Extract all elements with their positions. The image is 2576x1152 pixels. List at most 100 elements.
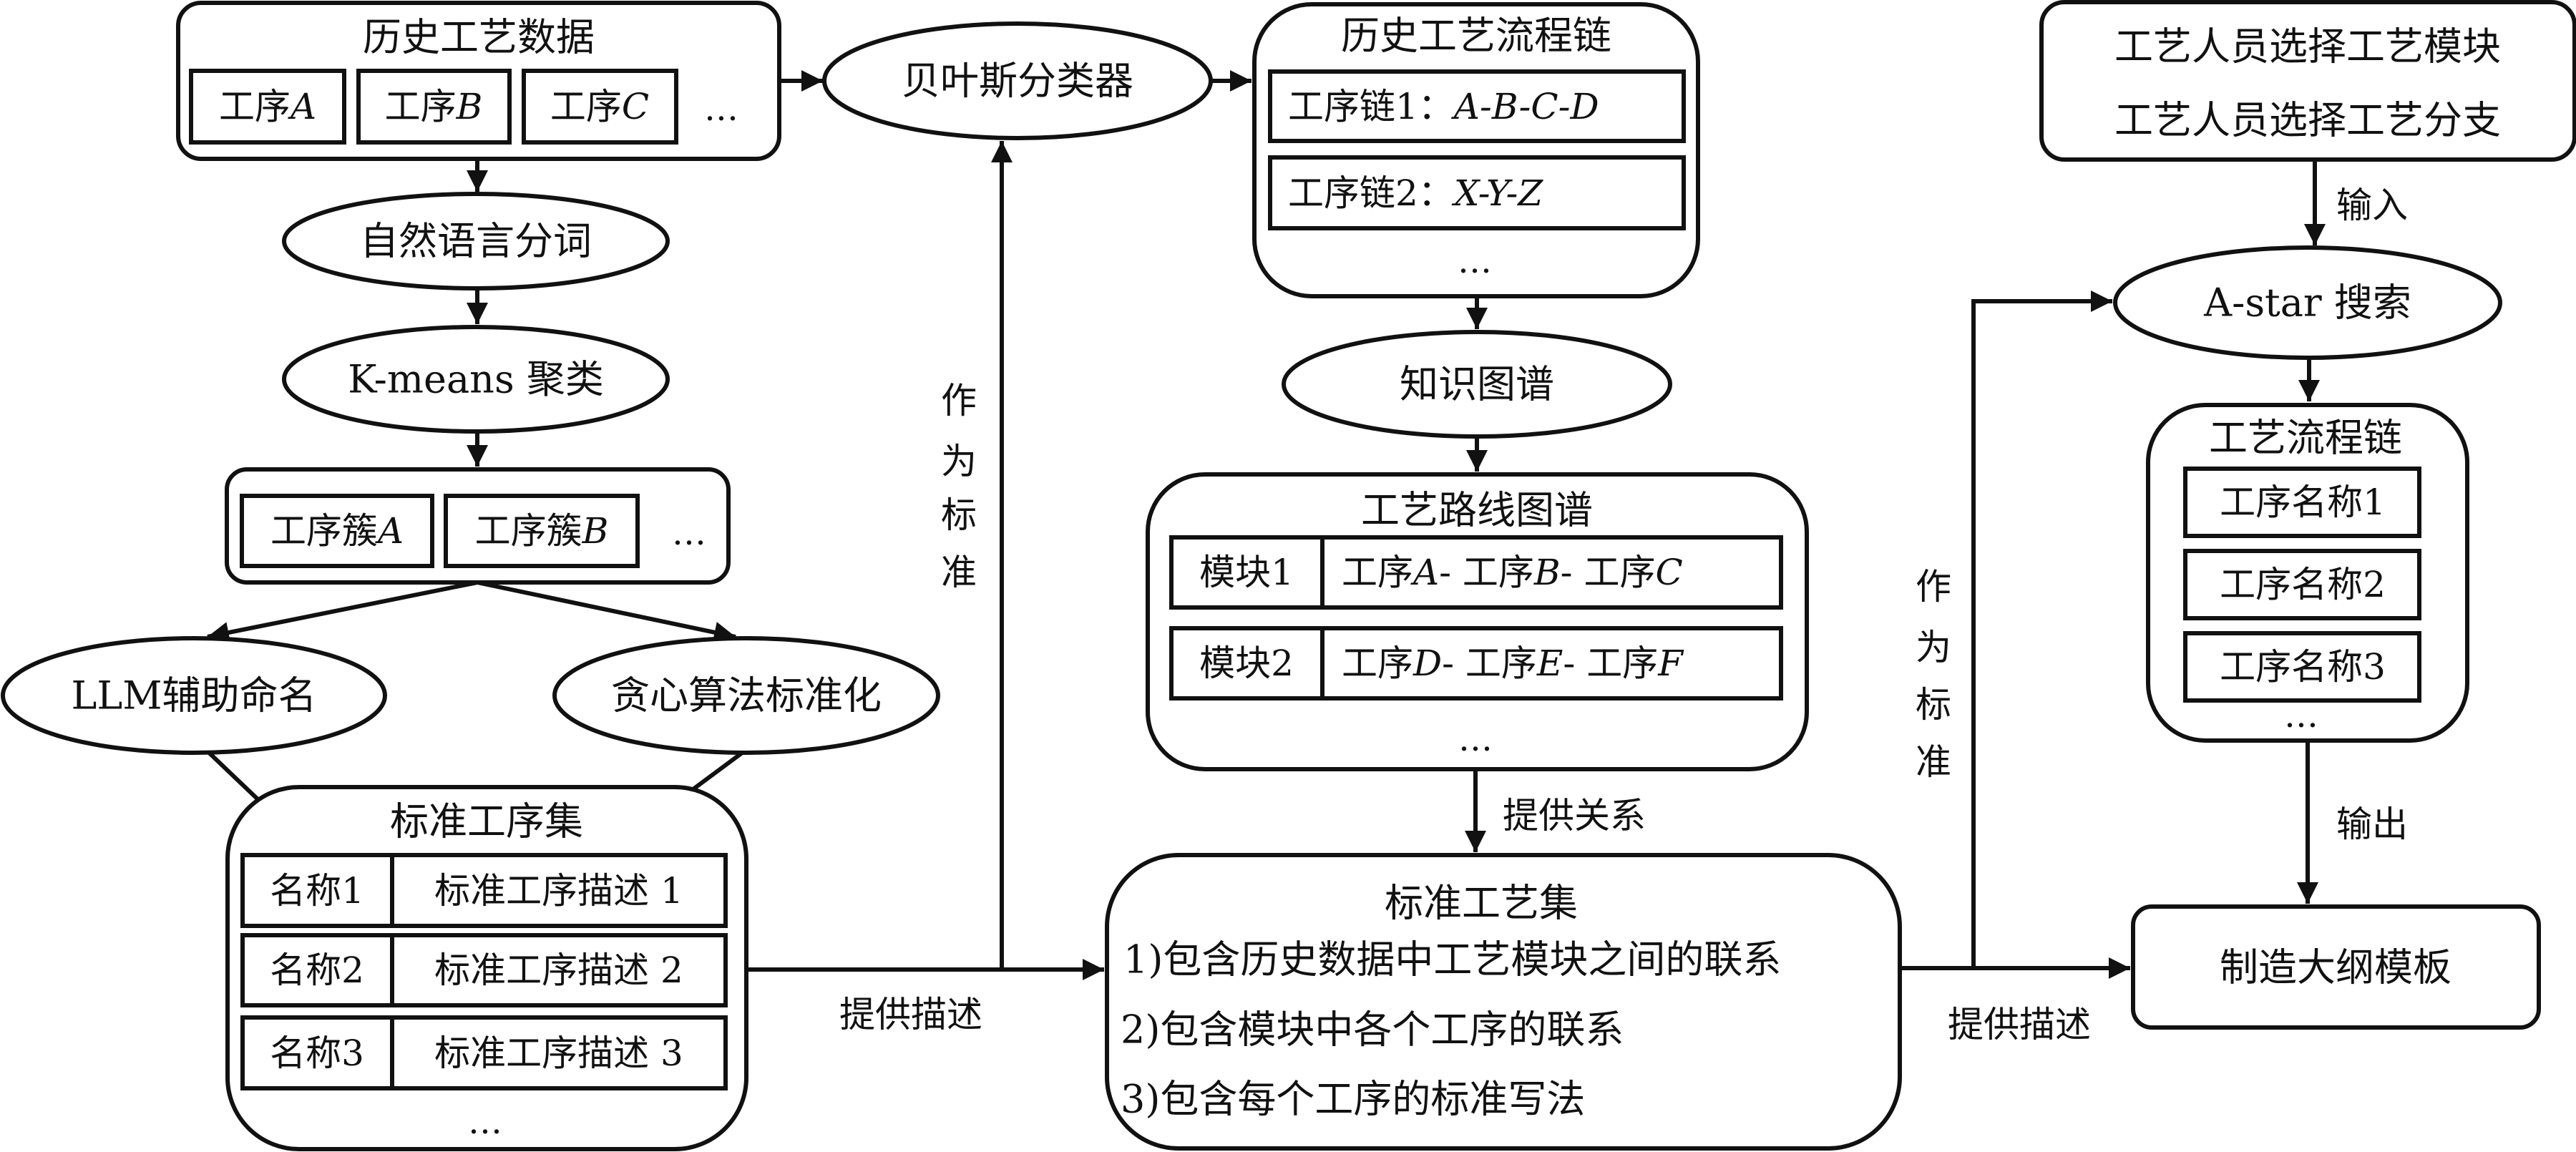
procedure-row: 名称1 标准工序描述 1	[240, 853, 728, 928]
svg-text:为: 为	[941, 441, 977, 482]
chain-prefix: 工序链2：	[1288, 172, 1454, 214]
process-set-line: 2)包含模块中各个工序的联系	[1121, 1007, 1624, 1053]
node-standard-procedure-set[interactable]: 标准工序集 名称1 标准工序描述 1 名称2 标准工序描述 2 名称3 标准工序…	[225, 785, 748, 1151]
knowledge-graph-label: 知识图谱	[1400, 362, 1554, 407]
item-var: B	[456, 86, 483, 127]
node-process-chain[interactable]: 工艺流程链 工序名称1 工序名称2 工序名称3 …	[2146, 403, 2469, 743]
node-nlp-tokenize[interactable]: 自然语言分词	[282, 192, 670, 291]
process-set-title: 标准工艺集	[1385, 881, 1578, 926]
node-outline-template[interactable]: 制造大纲模板	[2131, 904, 2541, 1030]
procedure-desc: 标准工序描述 3	[434, 1033, 683, 1074]
kmeans-label: K-means 聚类	[348, 357, 604, 402]
svg-text:工序簇B: 工序簇B	[475, 510, 609, 552]
process-chain-more: …	[2284, 695, 2321, 736]
edge-label-provide-description-left: 提供描述	[839, 994, 982, 1035]
chain-sequence: X-Y-Z	[1451, 172, 1544, 214]
node-knowledge-graph[interactable]: 知识图谱	[1282, 330, 1672, 439]
svg-text:工序A: 工序A	[219, 86, 316, 127]
process-chain-item: 工序名称2	[2220, 564, 2386, 605]
llm-naming-label: LLM辅助命名	[71, 673, 316, 718]
item-prefix: 工序	[550, 86, 622, 127]
process-chain-row: 工序名称3	[2183, 631, 2421, 703]
svg-text:标: 标	[1916, 684, 1951, 726]
procedure-row: 名称2 标准工序描述 2	[240, 933, 728, 1007]
process-set-line: 1)包含历史数据中工艺模块之间的联系	[1123, 937, 1781, 982]
node-astar-search[interactable]: A-star 搜索	[2113, 245, 2502, 360]
history-chain-title: 历史工艺流程链	[1341, 14, 1611, 59]
svg-text:为: 为	[1916, 627, 1951, 668]
route-module: 模块2	[1199, 643, 1294, 684]
node-greedy-standardize[interactable]: 贪心算法标准化	[552, 636, 940, 755]
item-prefix: 工序	[385, 86, 457, 127]
route-module: 模块1	[1199, 552, 1294, 593]
process-chain-row: 工序名称1	[2183, 467, 2421, 538]
edge-clusters-to-greedy	[477, 580, 736, 643]
node-history-chain[interactable]: 历史工艺流程链 工序链1：A-B-C-D 工序链2：X-Y-Z …	[1252, 2, 1700, 298]
route-row: 模块1 工序A- 工序B- 工序C	[1169, 535, 1783, 610]
item-var: A	[288, 86, 316, 127]
history-chain-row: 工序链2：X-Y-Z	[1268, 155, 1686, 230]
route-row: 模块2 工序D- 工序E- 工序F	[1169, 626, 1783, 701]
procedure-set-more: …	[468, 1102, 505, 1142]
item-prefix: 工序簇	[475, 510, 582, 552]
node-history-data[interactable]: 历史工艺数据 工序A 工序B 工序C …	[176, 1, 781, 161]
user-selection-line: 工艺人员选择工艺模块	[2114, 24, 2501, 69]
procedure-desc: 标准工序描述 1	[434, 870, 683, 912]
history-data-item: 工序B	[356, 69, 512, 145]
procedure-name: 名称3	[270, 1033, 364, 1074]
edge-label-input: 输入	[2336, 185, 2408, 226]
greedy-standardize-label: 贪心算法标准化	[611, 673, 882, 718]
svg-text:工序B: 工序B	[385, 86, 483, 127]
procedure-set-title: 标准工序集	[390, 799, 583, 844]
route-sequence: 工序D- 工序E- 工序F	[1342, 643, 1684, 684]
node-standard-process-set[interactable]: 标准工艺集 1)包含历史数据中工艺模块之间的联系 2)包含模块中各个工序的联系 …	[1105, 853, 1902, 1151]
procedure-row: 名称3 标准工序描述 3	[240, 1015, 728, 1090]
item-prefix: 工序簇	[270, 510, 378, 552]
edges	[205, 70, 2326, 980]
history-data-item: 工序C	[522, 69, 678, 145]
svg-text:作: 作	[1916, 566, 1951, 607]
svg-text:工序簇A: 工序簇A	[270, 510, 404, 552]
cluster-item: 工序簇A	[240, 494, 434, 568]
history-chain-row: 工序链1：A-B-C-D	[1268, 69, 1686, 143]
edge-label-output: 输出	[2336, 804, 2408, 845]
node-bayes-classifier[interactable]: 贝叶斯分类器	[822, 21, 1213, 140]
edge-label-as-standard-right: 作 为 标 准	[1916, 566, 1951, 783]
svg-text:准: 准	[1916, 741, 1951, 783]
user-selection-line: 工艺人员选择工艺分支	[2114, 98, 2501, 143]
clusters-more: …	[672, 513, 709, 553]
node-user-selection[interactable]: 工艺人员选择工艺模块 工艺人员选择工艺分支	[2039, 0, 2576, 162]
route-sequence: 工序A- 工序B- 工序C	[1342, 552, 1683, 593]
item-var: A	[375, 510, 404, 552]
node-kmeans[interactable]: K-means 聚类	[282, 325, 670, 434]
history-data-title: 历史工艺数据	[363, 15, 595, 60]
route-graph-more: …	[1458, 719, 1496, 759]
item-prefix: 工序	[219, 86, 291, 127]
chain-prefix: 工序链1：	[1288, 86, 1454, 127]
procedure-name: 名称1	[270, 870, 364, 912]
edge-clusters-to-llm	[207, 580, 478, 643]
astar-search-label: A-star 搜索	[2203, 280, 2411, 326]
svg-text:工序链1：A-B-C-D: 工序链1：A-B-C-D	[1288, 86, 1599, 127]
item-var: C	[622, 86, 649, 127]
edge-process-set-to-astar	[1971, 291, 2112, 968]
svg-text:工序C: 工序C	[550, 86, 649, 127]
svg-text:准: 准	[941, 552, 977, 593]
outline-template-label: 制造大纲模板	[2220, 945, 2451, 990]
cluster-item: 工序簇B	[444, 494, 640, 568]
nlp-tokenize-label: 自然语言分词	[360, 219, 592, 264]
svg-text:作: 作	[941, 380, 977, 421]
process-chain-item: 工序名称1	[2220, 482, 2386, 523]
item-var: B	[582, 510, 609, 552]
history-data-item: 工序A	[189, 69, 346, 145]
process-chain-title: 工艺流程链	[2209, 416, 2402, 461]
node-clusters[interactable]: 工序簇A 工序簇B …	[225, 467, 731, 585]
procedure-name: 名称2	[270, 950, 364, 991]
procedure-desc: 标准工序描述 2	[434, 950, 683, 991]
chain-sequence: A-B-C-D	[1451, 86, 1599, 127]
edge-label-as-standard-left: 作 为 标 准	[941, 380, 977, 593]
svg-text:工序链2：X-Y-Z: 工序链2：X-Y-Z	[1288, 172, 1543, 214]
node-route-graph[interactable]: 工艺路线图谱 模块1 工序A- 工序B- 工序C 模块2 工序D- 工序E- 工…	[1146, 472, 1809, 771]
node-llm-naming[interactable]: LLM辅助命名	[1, 636, 387, 755]
